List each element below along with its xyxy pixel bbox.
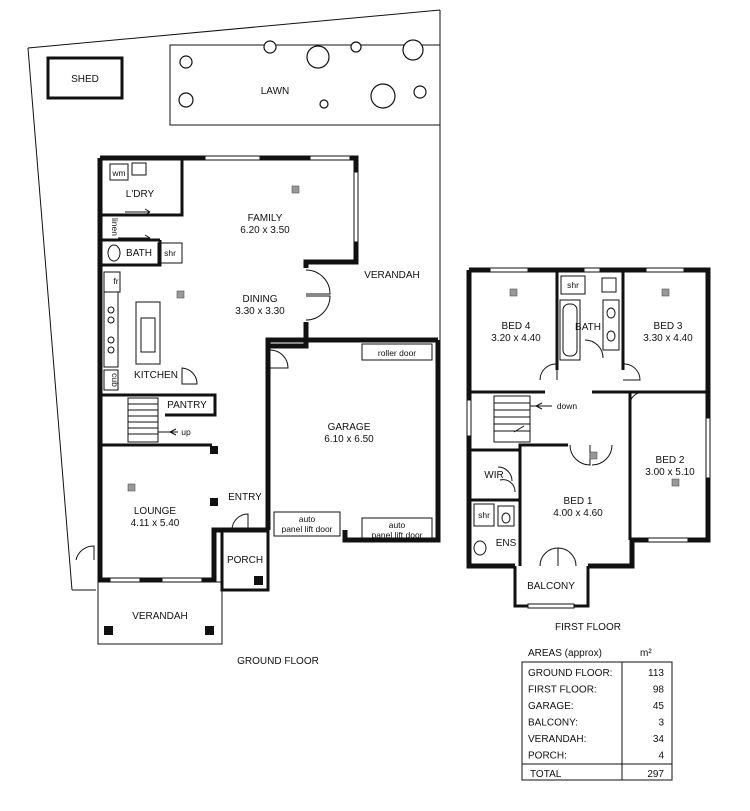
auto-door-2-line-a: auto (389, 520, 406, 530)
bed1-label: BED 1 (564, 496, 593, 507)
areas-title: AREAS (approx) (528, 648, 602, 659)
lawn-area (169, 44, 441, 126)
area-row-label: FIRST FLOOR: (528, 685, 597, 696)
area-row-value: 3 (658, 718, 664, 729)
lawn-label: LAWN (261, 86, 290, 97)
dining-dimensions: 3.30 x 3.30 (235, 306, 285, 317)
balcony-label: BALCONY (527, 581, 575, 592)
side-gate (75, 545, 95, 561)
garage-label: GARAGE (328, 422, 371, 433)
wir-label: WIR (484, 470, 503, 481)
first-floor-shower-label: shr (567, 280, 579, 290)
dining-label: DINING (243, 294, 278, 305)
verandah-front-label: VERANDAH (132, 611, 188, 622)
family-dimensions: 6.20 x 3.50 (240, 225, 290, 236)
first-floor-staircase (493, 395, 552, 443)
area-row-label: GROUND FLOOR: (528, 668, 612, 679)
cupboard-label: cub (110, 373, 120, 387)
area-row-value: 45 (653, 701, 665, 712)
area-row-value: 34 (653, 734, 665, 745)
bed2-dimensions: 3.00 x 5.10 (645, 467, 695, 478)
areas-total-label: TOTAL (530, 769, 562, 780)
lounge-label: LOUNGE (134, 506, 177, 517)
linen-label: linen (110, 218, 120, 236)
first-floor-plan: down shr BATH BED 4 3.20 x 4.40 BED 3 3.… (466, 267, 711, 633)
tree-icons (178, 39, 427, 109)
front-verandah (97, 581, 223, 645)
area-row-value: 113 (648, 668, 664, 679)
areas-table: AREAS (approx) m² GROUND FLOOR: 113FIRST … (521, 648, 673, 781)
post-markers (104, 446, 263, 635)
area-row-label: GARAGE: (528, 701, 574, 712)
ensuite-label: ENS (496, 538, 517, 549)
lounge-dimensions: 4.11 x 5.40 (131, 518, 180, 529)
shed-label: SHED (71, 74, 99, 85)
first-floor-light-markers (509, 288, 680, 487)
areas-total-value: 297 (647, 769, 664, 780)
bed1-dimensions: 4.00 x 4.60 (553, 508, 603, 519)
laundry-label: L'DRY (126, 189, 155, 200)
entry-label: ENTRY (228, 492, 262, 503)
bed3-dimensions: 3.30 x 4.40 (643, 333, 693, 344)
areas-unit: m² (640, 648, 652, 659)
kitchen-label: KITCHEN (134, 370, 178, 381)
area-row-value: 4 (658, 751, 664, 762)
family-label: FAMILY (248, 213, 283, 224)
ensuite-shower-label: shr (478, 510, 490, 520)
first-floor-bath-label: BATH (575, 322, 601, 333)
area-row-label: PORCH: (528, 751, 567, 762)
auto-door-1-line-b: panel lift door (281, 524, 332, 534)
area-row-label: BALCONY: (528, 718, 578, 729)
outdoor-area: SHED LAWN (27, 9, 441, 591)
ground-floor-plan: wm L'DRY linen BATH shr fr cub KITCHEN P… (97, 155, 441, 667)
shower-label: shr (164, 248, 176, 258)
light-markers (127, 185, 300, 492)
down-label: down (557, 401, 578, 411)
french-doors (305, 269, 331, 321)
verandah-side-label: VERANDAH (364, 270, 420, 281)
washing-machine-label: wm (111, 168, 125, 178)
bed2-label: BED 2 (656, 455, 685, 466)
ground-floor-title: GROUND FLOOR (237, 656, 319, 667)
auto-door-1-line-a: auto (299, 514, 316, 524)
bed3-label: BED 3 (654, 321, 683, 332)
porch-label: PORCH (227, 555, 263, 566)
shed (46, 56, 124, 100)
bed4-dimensions: 3.20 x 4.40 (491, 333, 541, 344)
bed4-label: BED 4 (502, 321, 531, 332)
area-row-label: VERANDAH: (528, 734, 586, 745)
staircase (127, 397, 178, 443)
area-row-value: 98 (653, 685, 665, 696)
first-floor-title: FIRST FLOOR (555, 622, 621, 633)
bath-label: BATH (126, 248, 152, 259)
garage-dimensions: 6.10 x 6.50 (324, 434, 374, 445)
auto-door-2-line-b: panel lift door (371, 530, 422, 540)
roller-door-label: roller door (378, 348, 416, 358)
pantry-label: PANTRY (167, 400, 207, 411)
up-label: up (181, 427, 191, 437)
fridge-label: fr (113, 276, 118, 286)
